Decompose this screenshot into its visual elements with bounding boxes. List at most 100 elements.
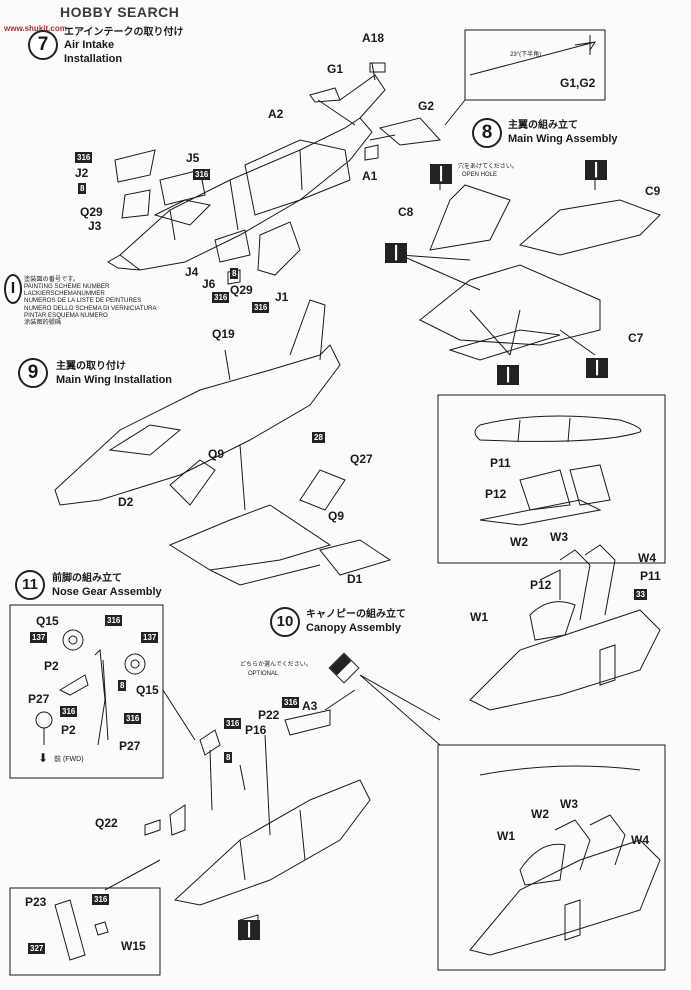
fwd-label: 前 (FWD): [54, 756, 84, 763]
step-7-title-en-2: Installation: [64, 53, 123, 65]
step-11-title-jp: 前脚の組み立て: [52, 573, 122, 584]
paint-code-316: 316: [75, 152, 93, 163]
step-7-title-jp: エアインテークの取り付け: [64, 27, 184, 38]
nose-gear-inset: [9, 604, 196, 779]
part-Q9: Q9: [328, 509, 345, 523]
part-P12: P12: [485, 487, 507, 501]
part-Q22: Q22: [95, 816, 118, 830]
glue-icon: ┃: [585, 160, 607, 180]
part-G1G2: G1,G2: [560, 76, 596, 90]
part-G1: G1: [327, 62, 344, 76]
paint-code-316: 316: [92, 894, 110, 905]
part-P2: P2: [61, 723, 76, 737]
angle-note: 23°(下半角): [510, 52, 542, 58]
step-11-number: 11: [15, 570, 45, 600]
part-Q29: Q29: [80, 205, 103, 219]
part-J5: J5: [186, 151, 200, 165]
part-J1: J1: [275, 290, 289, 304]
step-10-title-en: Canopy Assembly: [306, 622, 401, 634]
paint-note-line: LACKIERSCHEMANUMMER: [24, 290, 105, 298]
paint-code-137: 137: [30, 632, 48, 643]
paint-scheme-symbol-text: I: [10, 280, 16, 297]
part-A1: A1: [362, 169, 378, 183]
step7-fuselage-drawing: [107, 62, 442, 285]
step8-wing-drawing: [399, 175, 661, 361]
part-J4: J4: [185, 265, 199, 279]
paint-code-8: 8: [224, 752, 233, 763]
part-W2: W2: [510, 535, 528, 549]
watermark-text: HOBBY SEARCH: [60, 4, 180, 20]
glue-icon: ┃: [385, 243, 407, 263]
step9-aircraft-drawing: [54, 299, 392, 586]
part-A3: A3: [302, 699, 318, 713]
part-W4: W4: [638, 551, 656, 565]
part-Q9: Q9: [208, 447, 225, 461]
paint-code-316: 316: [193, 169, 211, 180]
open-hole-note-jp: 穴をあけてください。: [458, 164, 518, 170]
step-9-title-en: Main Wing Installation: [56, 374, 173, 386]
open-hole-note-en: OPEN HOLE: [462, 172, 498, 178]
part-P22: P22: [258, 708, 280, 722]
part-P11: P11: [640, 569, 661, 583]
paint-code-316: 316: [105, 615, 123, 626]
part-Q15: Q15: [36, 614, 59, 628]
part-G2: G2: [418, 99, 435, 113]
paint-code-316: 316: [124, 713, 142, 724]
part-P16: P16: [245, 723, 267, 737]
paint-code-316: 316: [212, 292, 230, 303]
paint-code-8: 8: [78, 183, 87, 194]
paint-code-8: 8: [230, 268, 239, 279]
part-D1: D1: [347, 572, 363, 586]
part-P12: P12: [530, 578, 552, 592]
part-Q27: Q27: [350, 452, 373, 466]
paint-code-28: 28: [312, 432, 325, 443]
paint-note-line: 涂装图的號碼: [24, 318, 62, 326]
paint-note-line: NUMERO DELLO SCHEMA DI VERNICIATURA: [24, 304, 157, 312]
part-A2: A2: [268, 107, 284, 121]
nose-gear-fuselage: [104, 709, 371, 941]
optional-note-en: OPTIONAL: [248, 671, 279, 677]
glue-icon: ┃: [238, 920, 260, 940]
paint-note-line: PINTAR ESQUEMA NUMERO: [24, 311, 108, 319]
part-D2: D2: [118, 495, 134, 509]
watermark-domain: www.shukit.com: [4, 24, 67, 33]
paint-code-137: 137: [141, 632, 159, 643]
part-J3: J3: [88, 219, 102, 233]
step-8-title-jp: 主翼の組み立て: [508, 120, 578, 131]
glue-icon: ┃: [430, 164, 452, 184]
step-10-title-jp: キャノピーの組み立て: [306, 609, 406, 620]
paint-scheme-note: 塗装図の番号です。 PAINTING SCHEME NUMBER LACKIER…: [24, 276, 157, 326]
part-W2: W2: [531, 807, 549, 821]
part-Q29: Q29: [230, 283, 253, 297]
glue-icon: ┃: [497, 365, 519, 385]
part-J2: J2: [75, 166, 89, 180]
part-P2: P2: [44, 659, 59, 673]
paint-code-327: 327: [28, 943, 46, 954]
paint-code-316: 316: [282, 697, 300, 708]
part-Q15: Q15: [136, 683, 159, 697]
step-10-number: 10: [270, 607, 300, 637]
fwd-arrow-icon: ⬇: [38, 751, 49, 765]
step-9-title-jp: 主翼の取り付け: [56, 361, 126, 372]
part-J6: J6: [202, 277, 216, 291]
part-P27: P27: [28, 692, 50, 706]
step-8-number: 8: [472, 118, 502, 148]
g1g2-inset: [444, 29, 606, 126]
part-Q19: Q19: [212, 327, 235, 341]
part-W15: W15: [121, 939, 146, 953]
step-7-number: 7: [28, 30, 58, 60]
paint-code-33: 33: [634, 589, 647, 600]
step-11-title-en: Nose Gear Assembly: [52, 586, 162, 598]
canopy-cockpit-drawing: [469, 544, 661, 711]
step-8-title-en: Main Wing Assembly: [508, 133, 618, 145]
part-W3: W3: [560, 797, 578, 811]
part-C9: C9: [645, 184, 661, 198]
w15-inset: [9, 887, 161, 976]
part-W4: W4: [631, 833, 649, 847]
step-9-number: 9: [18, 358, 48, 388]
part-P11: P11: [490, 456, 511, 470]
part-P23: P23: [25, 895, 47, 909]
watermark-logo: HOBBY SEARCH: [4, 4, 179, 20]
part-C8: C8: [398, 205, 414, 219]
